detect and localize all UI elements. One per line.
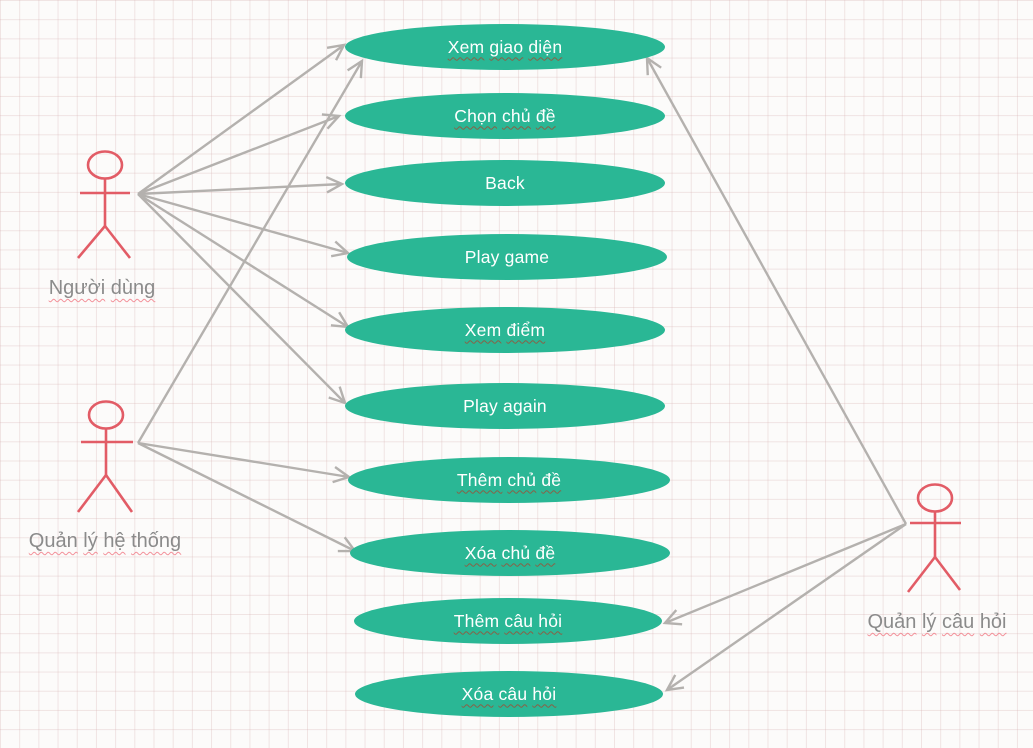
usecase-back[interactable]: Back <box>345 160 665 206</box>
connector-nguoi-dung-chon-chu-de <box>137 113 342 196</box>
usecase-them-chu-de[interactable]: Thêm chủ đề <box>348 457 670 503</box>
actor-head <box>87 400 125 430</box>
usecase-label: Xem điểm <box>464 319 546 340</box>
usecase-label: Chọn chủ đề <box>454 105 556 126</box>
connectors <box>136 43 908 692</box>
actor-right-leg <box>103 225 132 259</box>
usecase-them-cau-hoi[interactable]: Thêm câu hỏi <box>354 598 662 644</box>
connector-nguoi-dung-xem-diem <box>137 192 351 329</box>
actor-nguoi-dung-figure[interactable] <box>77 150 132 259</box>
actor-head <box>916 483 954 513</box>
usecase-xoa-cau-hoi[interactable]: Xóa câu hỏi <box>355 671 663 717</box>
connector-nguoi-dung-play-game <box>137 192 351 258</box>
usecase-label: Xóa câu hỏi <box>461 683 557 704</box>
actor-label-quan-ly-he-thong: Quản lý hệ thống <box>28 530 182 552</box>
usecase-label: Thêm câu hỏi <box>453 610 563 631</box>
actor-right-leg <box>933 556 962 591</box>
connector-quan-ly-he-thong-them-chu-de <box>137 441 352 484</box>
usecase-label: Xem giao diện <box>447 36 563 57</box>
usecase-xem-giao-dien[interactable]: Xem giao diện <box>345 24 665 70</box>
actor-quan-ly-cau-hoi-figure[interactable] <box>906 483 962 593</box>
connector-nguoi-dung-xem-giao-dien <box>137 43 347 195</box>
usecase-xoa-chu-de[interactable]: Xóa chủ đề <box>350 530 670 576</box>
usecase-label: Xóa chủ đề <box>464 542 556 563</box>
connector-quan-ly-he-thong-xoa-chu-de <box>137 441 358 553</box>
actor-left-leg <box>77 225 106 259</box>
usecase-label: Play game <box>464 246 550 267</box>
connector-quan-ly-cau-hoi-xoa-cau-hoi <box>664 523 907 692</box>
usecase-play-game[interactable]: Play game <box>347 234 667 280</box>
actor-head <box>86 150 124 180</box>
connector-nguoi-dung-back <box>137 175 345 196</box>
usecase-xem-diem[interactable]: Xem điểm <box>345 307 665 353</box>
usecase-label: Back <box>485 172 525 193</box>
connector-quan-ly-cau-hoi-xem-giao-dien <box>645 55 908 525</box>
actor-label-nguoi-dung: Người dùng <box>48 277 156 299</box>
actor-right-leg <box>104 474 134 513</box>
usecase-label: Play again <box>463 395 547 416</box>
actor-left-leg <box>76 474 108 513</box>
actor-left-leg <box>906 556 937 593</box>
actor-quan-ly-he-thong-figure[interactable] <box>76 400 134 513</box>
usecase-label: Thêm chủ đề <box>456 469 562 490</box>
connector-quan-ly-he-thong-xem-giao-dien <box>136 58 364 444</box>
connector-nguoi-dung-play-again <box>137 193 347 405</box>
connector-quan-ly-cau-hoi-them-cau-hoi <box>662 522 907 626</box>
usecase-play-again[interactable]: Play again <box>345 383 665 429</box>
usecase-chon-chu-de[interactable]: Chọn chủ đề <box>345 93 665 139</box>
actor-label-quan-ly-cau-hoi: Quản lý câu hỏi <box>867 611 1007 633</box>
